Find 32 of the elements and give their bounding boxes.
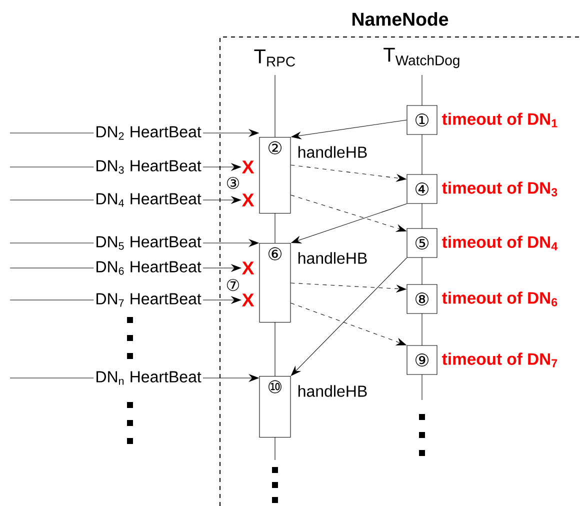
- heartbeat-label: DN$_{6}$ HeartBeat: [96, 261, 202, 275]
- step-number: ⑦: [227, 279, 239, 291]
- timeout-label: timeout of DN$_{1}$: [442, 112, 558, 128]
- timer-box: ⑨: [406, 345, 438, 375]
- handler-label: handleHB: [298, 252, 367, 264]
- timer-box: ⑤: [406, 228, 438, 258]
- thread-label: T$_{WatchDog}$: [384, 48, 460, 68]
- thread-label: T$_{RPC}$: [254, 49, 296, 67]
- activation-box: ⑩: [259, 376, 291, 438]
- activation-box: ⑥: [259, 243, 291, 323]
- heartbeat-label: DN$_{4}$ HeartBeat: [96, 193, 202, 207]
- timeout-label: timeout of DN$_{3}$: [442, 182, 558, 196]
- handler-label: handleHB: [298, 146, 367, 158]
- step-number: ③: [227, 177, 239, 189]
- timer-box: ④: [406, 174, 438, 204]
- timeout-label: timeout of DN$_{7}$: [442, 352, 558, 368]
- title: NameNode: [352, 12, 448, 26]
- heartbeat-label: DN$_{2}$ HeartBeat: [96, 126, 202, 140]
- timeout-label: timeout of DN$_{6}$: [442, 292, 558, 306]
- heartbeat-label: DN$_{3}$ HeartBeat: [96, 160, 202, 174]
- activation-box: ②: [259, 137, 291, 214]
- timer-box: ⑧: [406, 284, 438, 314]
- heartbeat-label: DN$_{n}$ HeartBeat: [96, 371, 202, 385]
- heartbeat-label: DN$_{7}$ HeartBeat: [96, 293, 202, 307]
- drop-mark: X: [242, 294, 254, 306]
- handler-label: handleHB: [298, 385, 367, 397]
- drop-mark: X: [242, 194, 254, 206]
- timer-box: ①: [406, 105, 438, 135]
- drop-mark: X: [242, 262, 254, 274]
- heartbeat-label: DN$_{5}$ HeartBeat: [96, 236, 202, 250]
- timeout-label: timeout of DN$_{4}$: [442, 236, 558, 250]
- drop-mark: X: [242, 160, 254, 174]
